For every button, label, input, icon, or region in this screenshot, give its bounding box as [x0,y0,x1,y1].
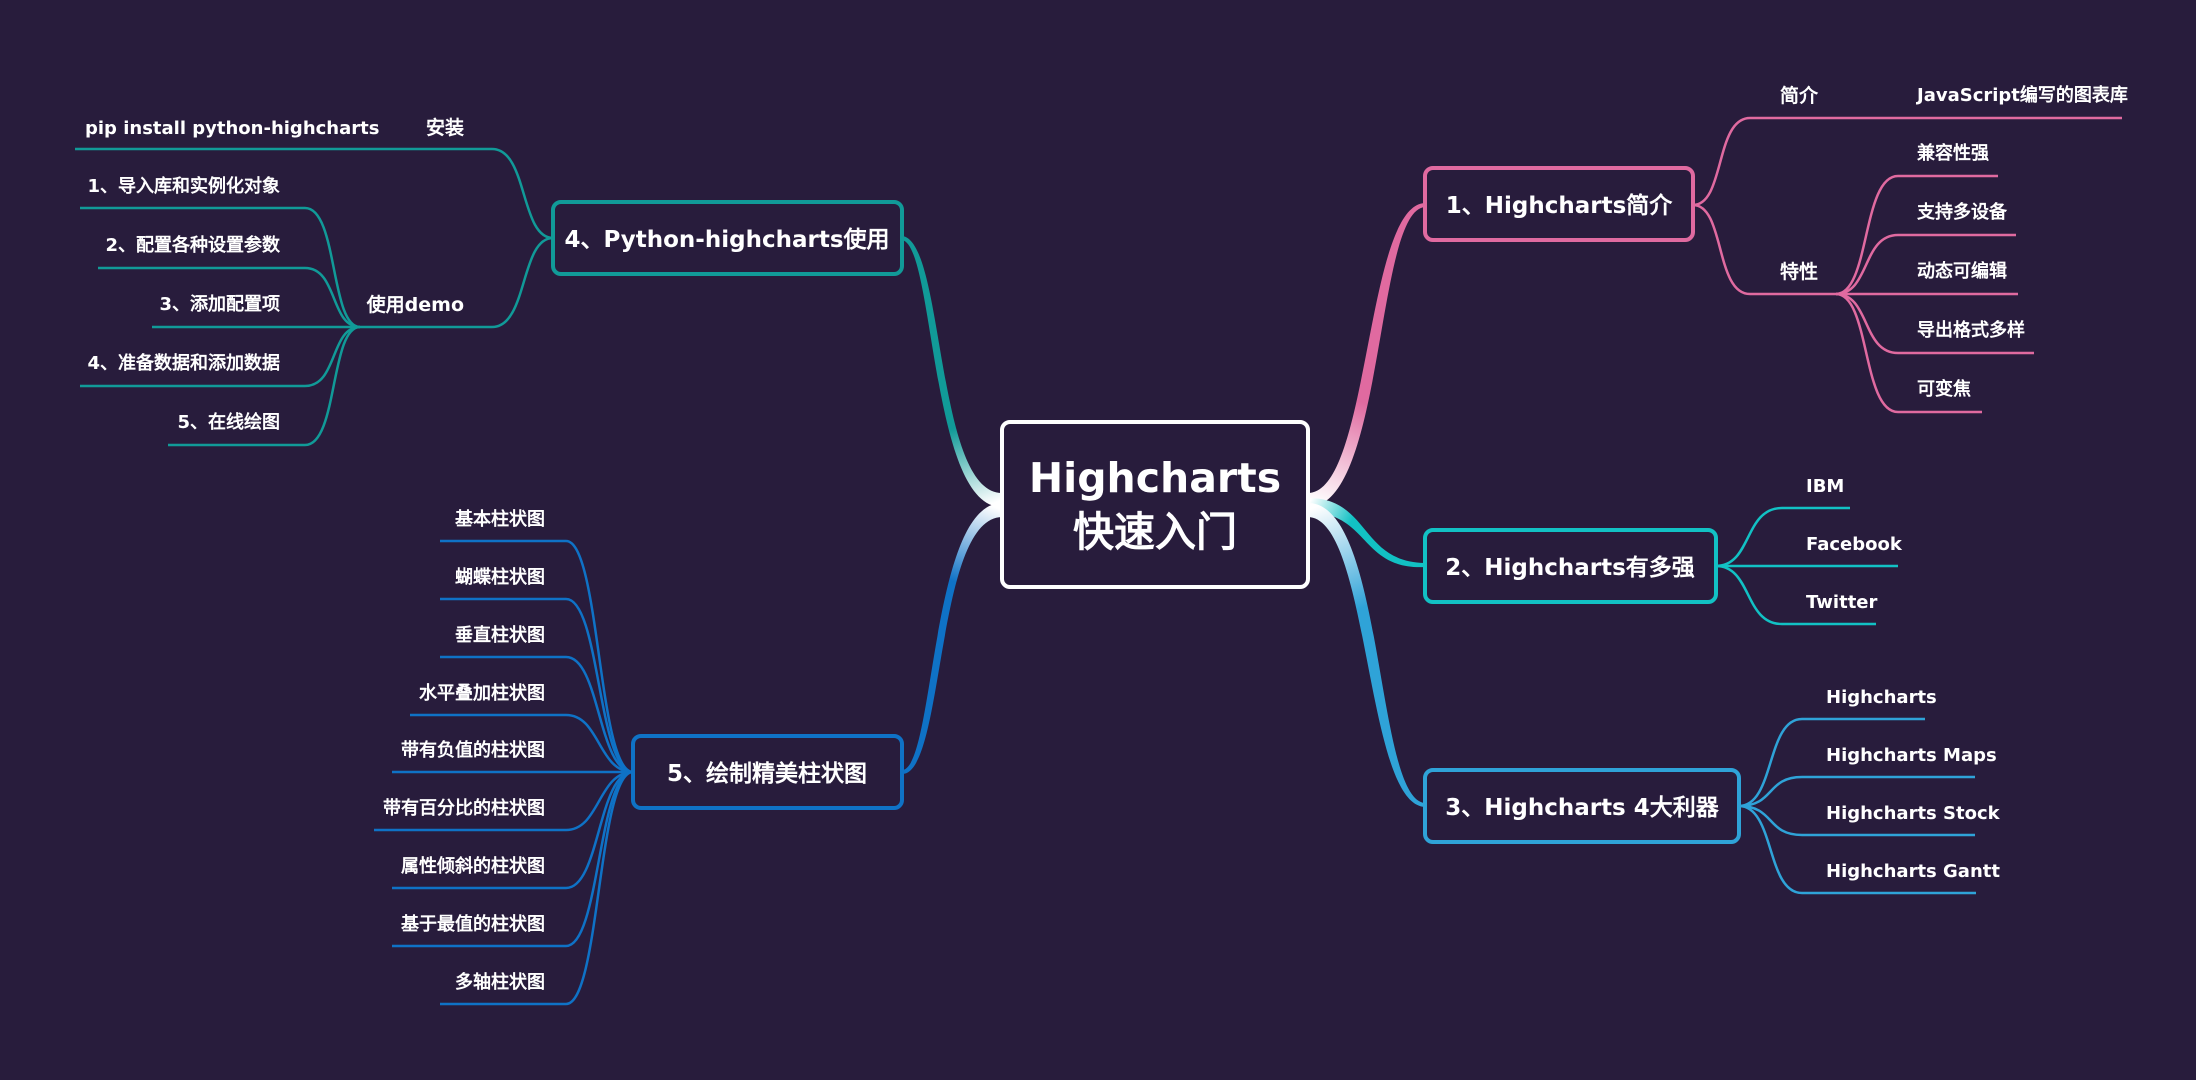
edge-features [1692,203,1836,296]
bar-type-3[interactable]: 垂直柱状图 [455,624,545,646]
edge-product-2 [1738,775,1975,808]
branch-1 [1692,116,2122,414]
edge-bar-6 [374,770,634,832]
branch-4-box [551,200,904,276]
branch-2-box [1423,528,1718,604]
feature-item-4[interactable]: 导出格式多样 [1917,319,2025,341]
demo-step-3[interactable]: 3、添加配置项 [159,293,280,315]
edge-ibm [1715,506,1850,568]
edge-demo [360,236,554,329]
product-highcharts-gantt[interactable]: Highcharts Gantt [1826,861,2000,882]
bar-type-4[interactable]: 水平叠加柱状图 [419,682,545,704]
edge-intro [1692,116,1795,207]
edge-demo-2 [98,266,361,329]
branch-4-title: 4、Python-highcharts使用 [564,227,889,253]
branch-1-box [1423,166,1695,242]
install-command[interactable]: pip install python-highcharts [85,118,379,139]
edge-bar-2 [440,597,634,774]
edge-product-4 [1738,804,1976,895]
main-connectors [902,203,1425,807]
edge-bar-8 [392,770,634,948]
demo-step-5[interactable]: 5、在线绘图 [177,411,280,433]
connector-branch2 [1308,498,1425,568]
edge-feature-4 [1835,292,2034,355]
company-ibm[interactable]: IBM [1806,476,1844,497]
bar-type-1[interactable]: 基本柱状图 [454,508,545,530]
center-title-line2: 快速入门 [1073,508,1237,556]
product-highcharts-maps[interactable]: Highcharts Maps [1826,745,1997,766]
bar-type-6[interactable]: 带有百分比的柱状图 [383,797,545,819]
edge-feature-2 [1835,233,2016,296]
edge-bar-1 [440,539,634,774]
branch-4-node[interactable]: 4、Python-highcharts使用 [551,200,904,276]
product-highcharts[interactable]: Highcharts [1826,687,1937,708]
branch-3-box [1423,768,1741,844]
edge-bar-7 [392,770,634,890]
branch-5-title: 5、绘制精美柱状图 [667,760,867,787]
feature-item-1[interactable]: 兼容性强 [1917,142,1989,164]
demo-step-1[interactable]: 1、导入库和实例化对象 [87,175,280,197]
features-label[interactable]: 特性 [1780,260,1818,283]
branch-2-title: 2、Highcharts有多强 [1445,554,1695,581]
edge-product-1 [1738,717,1925,808]
branch-2-node[interactable]: 2、Highcharts有多强 [1423,528,1718,604]
edge-feature-1 [1835,174,1998,296]
branch-5-node[interactable]: 5、绘制精美柱状图 [631,734,904,810]
feature-item-5[interactable]: 可变焦 [1917,378,1971,400]
edge-bar-9 [440,770,634,1006]
edge-product-3 [1738,804,1975,837]
intro-label[interactable]: 简介 [1780,84,1819,107]
edge-bar-3 [440,655,634,774]
edge-demo-5 [168,325,361,447]
branch-1-node[interactable]: 1、Highcharts简介 [1423,166,1695,242]
branch-3-title: 3、Highcharts 4大利器 [1445,795,1720,821]
company-twitter[interactable]: Twitter [1806,592,1878,613]
branch-4 [75,147,554,447]
install-label[interactable]: 安装 [426,116,464,139]
edge-demo-4 [80,325,361,388]
connector-branch4 [902,236,1002,508]
intro-value[interactable]: JavaScript编写的图表库 [1915,84,2128,106]
center-node[interactable]: Highcharts 快速入门 [1000,420,1310,589]
connector-branch1 [1308,203,1425,508]
branch-3-node[interactable]: 3、Highcharts 4大利器 [1423,768,1741,844]
edge-bar-4 [410,713,634,774]
connector-branch3 [1308,503,1425,807]
edge-feature-5 [1835,292,1982,414]
branch-3 [1738,717,1976,895]
demo-step-2[interactable]: 2、配置各种设置参数 [105,234,281,256]
branch-5 [374,539,634,1006]
edge-twitter [1715,564,1876,626]
demo-step-4[interactable]: 4、准备数据和添加数据 [87,352,280,374]
branch-5-box [631,734,904,810]
connector-branch5 [902,503,1002,775]
bar-type-7[interactable]: 属性倾斜的柱状图 [401,855,545,877]
branch-2 [1715,506,1898,626]
feature-item-2[interactable]: 支持多设备 [1916,201,2008,223]
center-title-line1: Highcharts [1029,454,1281,502]
bar-type-9[interactable]: 多轴柱状图 [455,971,545,993]
branch-1-title: 1、Highcharts简介 [1446,192,1674,219]
bar-type-2[interactable]: 蝴蝶柱状图 [455,566,545,588]
bar-type-5[interactable]: 带有负值的柱状图 [401,739,545,761]
product-highcharts-stock[interactable]: Highcharts Stock [1826,803,2001,824]
feature-item-3[interactable]: 动态可编辑 [1917,260,2007,282]
edge-demo-1 [80,206,361,329]
company-facebook[interactable]: Facebook [1806,534,1903,555]
bar-type-8[interactable]: 基于最值的柱状图 [400,913,545,935]
demo-label[interactable]: 使用demo [366,294,464,316]
center-node-box [1000,420,1310,589]
edge-install [420,147,554,240]
